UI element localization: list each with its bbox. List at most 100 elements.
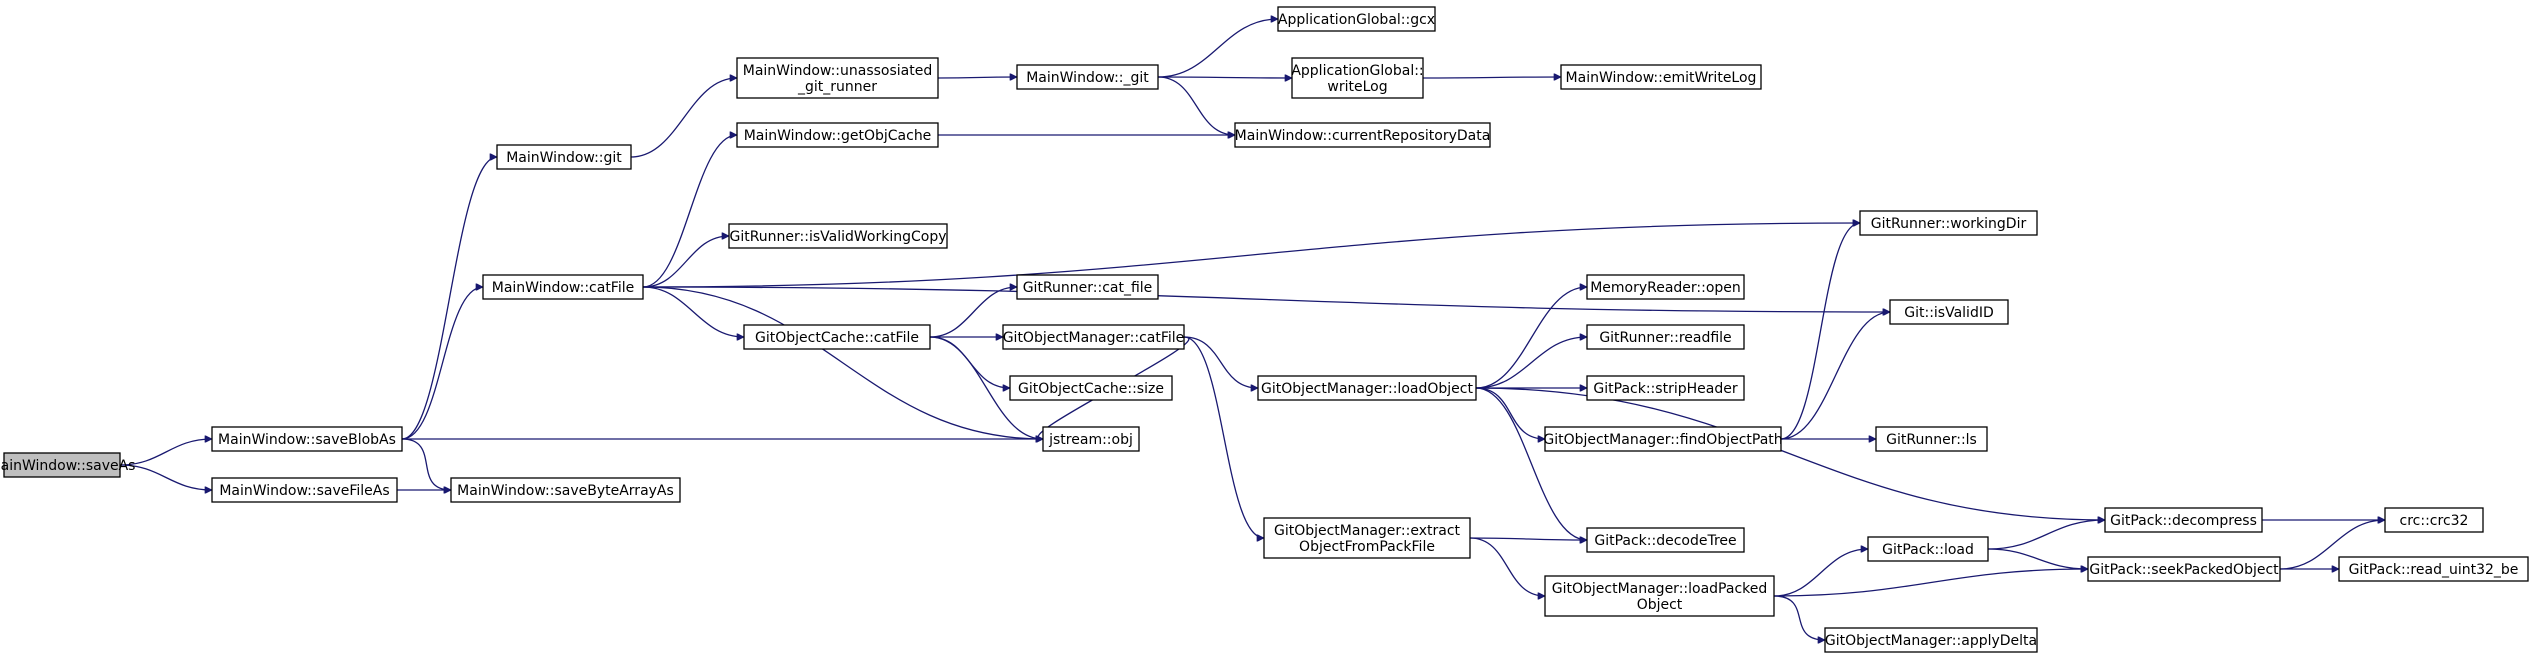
node-emitWriteLog[interactable]: MainWindow::emitWriteLog	[1560, 64, 1762, 90]
node-gpLoad[interactable]: GitPack::load	[1867, 536, 1989, 562]
call-edge-catFileMW-to-workingDir	[642, 223, 1860, 288]
node-crc32[interactable]: crc::crc32	[2384, 507, 2484, 533]
node-stripHeader[interactable]: GitPack::stripHeader	[1586, 375, 1745, 401]
function-nodes: MainWindow::saveAs MainWindow::saveBlobAs…	[0, 6, 2529, 653]
node-cat_file[interactable]: GitRunner::cat_file	[1016, 274, 1159, 300]
node-box	[1291, 57, 1424, 99]
node-box	[2384, 507, 2484, 533]
call-edge-git-to-unassociated	[630, 78, 737, 158]
node-memOpen[interactable]: MemoryReader::open	[1586, 274, 1745, 300]
node-box	[736, 57, 939, 99]
node-box	[1824, 627, 2038, 653]
node-box	[1234, 122, 1491, 148]
node-label: ApplicationGlobal::	[1291, 63, 1423, 79]
node-box	[3, 452, 121, 478]
call-edge-saveAs-to-saveBlobAs	[119, 439, 212, 466]
call-edge-gomCatFile-to-loadObject	[1183, 336, 1258, 388]
call-edge-mwGit-to-writeLog	[1157, 77, 1292, 78]
node-box	[1889, 299, 2009, 325]
call-edge-catFileMW-to-getObjCache	[642, 135, 737, 288]
node-gomCatFile[interactable]: GitObjectManager::catFile	[1002, 324, 1185, 350]
call-edge-loadObject-to-memOpen	[1475, 287, 1587, 389]
node-label: GitPack::decompress	[2110, 513, 2257, 529]
node-isValidID[interactable]: Git::isValidID	[1889, 299, 2009, 325]
node-applyDelta[interactable]: GitObjectManager::applyDelta	[1824, 627, 2038, 653]
node-loadObject[interactable]: GitObjectManager::loadObject	[1257, 375, 1477, 401]
node-box	[211, 477, 398, 503]
node-label: GitObjectManager::findObjectPath	[1543, 432, 1782, 448]
node-saveByteArrayAs[interactable]: MainWindow::saveByteArrayAs	[450, 477, 681, 503]
node-box	[1277, 6, 1436, 32]
node-label: writeLog	[1327, 79, 1387, 95]
call-edge-loadPacked-to-seekPacked	[1773, 569, 2088, 597]
node-box	[211, 426, 403, 452]
call-edge-unassociated-to-mwGit	[937, 77, 1017, 78]
node-box	[1263, 517, 1471, 559]
node-gocCatFile[interactable]: GitObjectCache::catFile	[743, 324, 931, 350]
node-box	[1586, 324, 1745, 350]
node-box	[1257, 375, 1477, 401]
node-label: GitObjectCache::catFile	[755, 330, 919, 346]
node-label: MainWindow::saveByteArrayAs	[457, 483, 674, 499]
node-box	[2104, 507, 2263, 533]
node-catFileMW[interactable]: MainWindow::catFile	[482, 274, 644, 300]
call-edge-saveBlobAs-to-saveByteArrayAs	[401, 438, 451, 490]
node-saveFileAs[interactable]: MainWindow::saveFileAs	[211, 477, 398, 503]
call-edge-saveAs-to-saveFileAs	[119, 464, 212, 490]
node-decompress[interactable]: GitPack::decompress	[2104, 507, 2263, 533]
node-label: GitObjectManager::extract	[1274, 523, 1461, 539]
node-writeLog[interactable]: ApplicationGlobal::writeLog	[1291, 57, 1424, 99]
node-readfile[interactable]: GitRunner::readfile	[1586, 324, 1745, 350]
call-edge-saveBlobAs-to-catFileMW	[401, 287, 483, 440]
node-findObjectPath[interactable]: GitObjectManager::findObjectPath	[1543, 426, 1783, 452]
node-gcx[interactable]: ApplicationGlobal::gcx	[1277, 6, 1436, 32]
node-saveBlobAs[interactable]: MainWindow::saveBlobAs	[211, 426, 403, 452]
node-extractObject[interactable]: GitObjectManager::extractObjectFromPackF…	[1263, 517, 1471, 559]
node-workingDir[interactable]: GitRunner::workingDir	[1859, 210, 2038, 236]
node-git[interactable]: MainWindow::git	[496, 144, 632, 170]
node-label: ObjectFromPackFile	[1299, 539, 1435, 555]
node-box	[496, 144, 632, 170]
node-box	[1859, 210, 2038, 236]
node-readUint32[interactable]: GitPack::read_uint32_be	[2338, 556, 2529, 582]
node-getObjCache[interactable]: MainWindow::getObjCache	[736, 122, 939, 148]
call-edge-gocCatFile-to-jstreamObj	[929, 336, 1043, 439]
node-label: GitPack::decodeTree	[1594, 533, 1736, 549]
node-currentRepositoryData[interactable]: MainWindow::currentRepositoryData	[1234, 122, 1491, 148]
node-label: Object	[1637, 597, 1683, 613]
node-label: MainWindow::currentRepositoryData	[1235, 128, 1491, 144]
node-mwGit[interactable]: MainWindow::_git	[1016, 64, 1159, 90]
node-grLs[interactable]: GitRunner::ls	[1875, 426, 1988, 452]
node-label: GitPack::stripHeader	[1593, 381, 1737, 397]
call-edge-findObjectPath-to-isValidID	[1780, 312, 1890, 440]
call-edge-saveBlobAs-to-git	[401, 157, 497, 440]
node-label: GitPack::read_uint32_be	[2349, 562, 2519, 578]
node-box	[1586, 527, 1745, 553]
node-label: crc::crc32	[2400, 513, 2469, 529]
node-box	[1016, 64, 1159, 90]
node-jstreamObj[interactable]: jstream::obj	[1042, 426, 1140, 452]
node-decodeTree[interactable]: GitPack::decodeTree	[1586, 527, 1745, 553]
node-box	[1586, 375, 1745, 401]
node-box	[743, 324, 931, 350]
node-isValidWorkingCopy[interactable]: GitRunner::isValidWorkingCopy	[728, 223, 948, 249]
node-box	[1016, 274, 1159, 300]
node-unassociated[interactable]: MainWindow::unassosiated_git_runner	[736, 57, 939, 99]
node-box	[1002, 324, 1185, 350]
node-saveAs[interactable]: MainWindow::saveAs	[0, 452, 135, 478]
node-box	[450, 477, 681, 503]
node-label: GitPack::seekPackedObject	[2089, 562, 2279, 578]
node-label: _git_runner	[797, 79, 877, 95]
call-edge-gomCatFile-to-extractObject	[1183, 336, 1264, 538]
node-seekPacked[interactable]: GitPack::seekPackedObject	[2087, 556, 2281, 582]
node-box	[1586, 274, 1745, 300]
node-gocSize[interactable]: GitObjectCache::size	[1009, 375, 1173, 401]
node-label: MainWindow::unassosiated	[743, 63, 933, 79]
call-edge-loadPacked-to-applyDelta	[1773, 595, 1825, 640]
node-label: MainWindow::getObjCache	[744, 128, 932, 144]
node-box	[2338, 556, 2529, 582]
call-edge-gocCatFile-to-cat_file	[929, 287, 1017, 338]
call-edge-mwGit-to-gcx	[1157, 19, 1278, 78]
